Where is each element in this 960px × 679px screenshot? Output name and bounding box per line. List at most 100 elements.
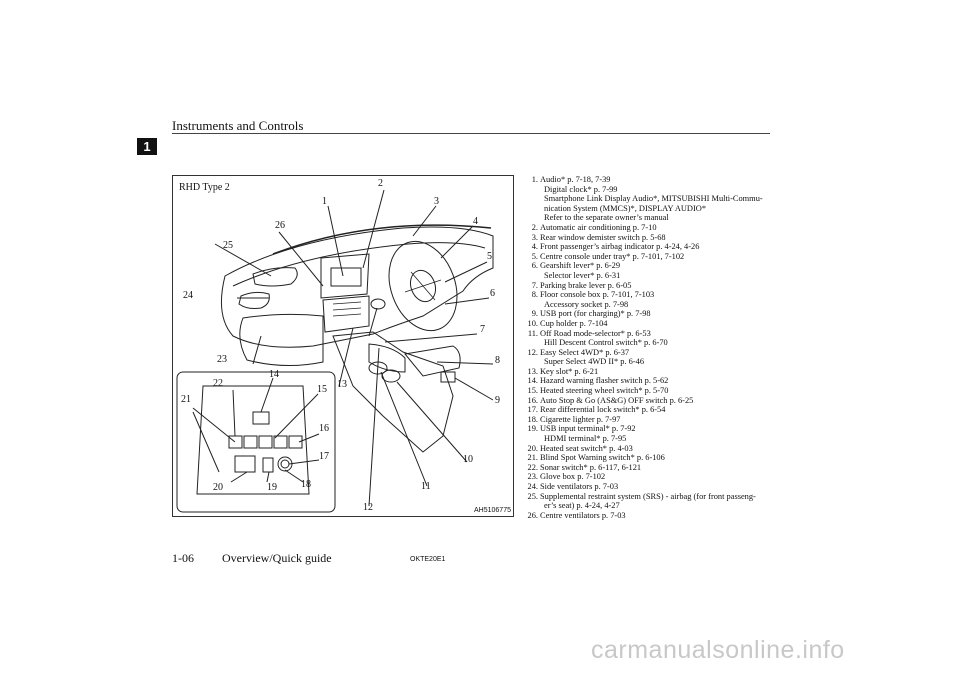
callout-20: 20	[213, 482, 223, 493]
legend-item-number: 3.	[531, 232, 538, 242]
legend-item-text: USB input terminal* p. 7-92	[540, 424, 636, 434]
legend-item-subtext: Digital clock* p. 7-99	[544, 184, 618, 194]
legend-item-number: 9.	[531, 309, 538, 319]
callout-7: 7	[480, 324, 485, 335]
legend-item-text: Centre console under tray* p. 7-101, 7-1…	[540, 251, 685, 261]
callout-2: 2	[378, 178, 383, 189]
legend-item-subtext: er’s seat) p. 4-24, 4-27	[544, 501, 620, 511]
legend-item: 7.Parking brake lever p. 6-05	[524, 281, 774, 291]
legend-item-number: 12.	[527, 347, 538, 357]
legend-item-number: 18.	[527, 414, 538, 424]
legend-item: 16.Auto Stop & Go (AS&G) OFF switch p. 6…	[524, 396, 774, 406]
callout-12: 12	[363, 502, 373, 513]
legend-item-text: Centre ventilators p. 7-03	[540, 510, 626, 520]
callout-19: 19	[267, 482, 277, 493]
legend-item: 9.USB port (for charging)* p. 7-98	[524, 309, 774, 319]
legend-item-subtext: nication System (MMCS)*, DISPLAY AUDIO*	[544, 203, 707, 213]
callout-9: 9	[495, 395, 500, 406]
legend-item: 18.Cigarette lighter p. 7-97	[524, 415, 774, 425]
legend-item-number: 14.	[527, 376, 538, 386]
callout-14: 14	[269, 369, 279, 380]
legend-item-text: Easy Select 4WD* p. 6-37	[540, 347, 630, 357]
legend-item-text: Heated steering wheel switch* p. 5-70	[540, 386, 669, 396]
chapter-tab: 1	[137, 138, 157, 155]
legend-item-number: 4.	[531, 242, 538, 252]
legend-item-number: 25.	[527, 491, 538, 501]
callout-17: 17	[319, 451, 329, 462]
legend-item: 23.Glove box p. 7-102	[524, 472, 774, 482]
callout-25: 25	[223, 240, 233, 251]
legend-item-text: Cup holder p. 7-104	[540, 318, 608, 328]
callout-4: 4	[473, 216, 478, 227]
callout-3: 3	[434, 196, 439, 207]
callout-23: 23	[217, 354, 227, 365]
legend-item: 26.Centre ventilators p. 7-03	[524, 511, 774, 521]
legend-item-subtext: Hill Descent Control switch* p. 6-70	[544, 338, 668, 348]
figure-code: AH5106775	[474, 507, 511, 514]
page-number: 1-06	[172, 551, 194, 565]
legend-item: 10.Cup holder p. 7-104	[524, 319, 774, 329]
legend-item: 4.Front passenger’s airbag indicator p. …	[524, 242, 774, 252]
legend-item-text: Sonar switch* p. 6-117, 6-121	[540, 462, 642, 472]
legend-item-number: 16.	[527, 395, 538, 405]
callout-13: 13	[337, 379, 347, 390]
callout-8: 8	[495, 355, 500, 366]
legend-item-text: Front passenger’s airbag indicator p. 4-…	[540, 242, 700, 252]
legend-item-number: 23.	[527, 472, 538, 482]
legend-item-number: 6.	[531, 261, 538, 271]
legend-item: 2.Automatic air conditioning p. 7-10	[524, 223, 774, 233]
page-header-title: Instruments and Controls	[172, 118, 304, 133]
legend-item-text: Heated seat switch* p. 4-03	[540, 443, 633, 453]
callout-26: 26	[275, 220, 285, 231]
callout-18: 18	[301, 479, 311, 490]
legend-item-number: 1.	[531, 175, 538, 184]
legend-item-number: 10.	[527, 318, 538, 328]
legend-item-text: Rear differential lock switch* p. 6-54	[540, 405, 666, 415]
figure-label: RHD Type 2	[179, 182, 230, 193]
document-code: OKTE20E1	[410, 556, 446, 563]
legend-item-number: 2.	[531, 222, 538, 232]
legend-item: 13.Key slot* p. 6-21	[524, 367, 774, 377]
legend-item-text: Side ventilators p. 7-03	[540, 482, 619, 491]
legend-item-text: Floor console box p. 7-101, 7-103	[540, 290, 655, 300]
legend-item-text: Gearshift lever* p. 6-29	[540, 261, 621, 271]
legend-item-subtext: Super Select 4WD II* p. 6-46	[544, 357, 645, 367]
legend-item: 17.Rear differential lock switch* p. 6-5…	[524, 405, 774, 415]
legend-item-text: Automatic air conditioning p. 7-10	[540, 222, 657, 232]
legend-item: 14.Hazard warning flasher switch p. 5-62	[524, 376, 774, 386]
legend-item: 20.Heated seat switch* p. 4-03	[524, 444, 774, 454]
legend-item-subtext: Smartphone Link Display Audio*, MITSUBIS…	[544, 194, 763, 204]
legend-item-number: 13.	[527, 366, 538, 376]
legend-item-text: Supplemental restraint system (SRS) - ai…	[540, 491, 756, 501]
legend-item-number: 26.	[527, 510, 538, 520]
legend-item-text: Key slot* p. 6-21	[540, 366, 599, 376]
callout-1: 1	[322, 196, 327, 207]
legend-item-number: 19.	[527, 424, 538, 434]
callout-21: 21	[181, 394, 191, 405]
callout-16: 16	[319, 423, 329, 434]
legend-item-number: 5.	[531, 251, 538, 261]
legend-item: 24.Side ventilators p. 7-03	[524, 482, 774, 492]
legend-item-text: Parking brake lever p. 6-05	[540, 280, 632, 290]
legend-item-number: 17.	[527, 405, 538, 415]
legend-item-text: USB port (for charging)* p. 7-98	[540, 309, 651, 319]
legend-item-text: Blind Spot Warning switch* p. 6-106	[540, 453, 665, 463]
legend-item-number: 24.	[527, 482, 538, 491]
section-title: Overview/Quick guide	[222, 551, 332, 565]
legend-item-subtext: Refer to the separate owner’s manual	[544, 213, 669, 223]
legend-item-text: Glove box p. 7-102	[540, 472, 606, 482]
legend-item-subtext: Accessory socket p. 7-98	[544, 299, 629, 309]
legend-item-text: Cigarette lighter p. 7-97	[540, 414, 621, 424]
legend-item: 25.Supplemental restraint system (SRS) -…	[524, 492, 774, 511]
callout-11: 11	[421, 481, 431, 492]
legend-item-number: 11.	[527, 328, 538, 338]
callout-6: 6	[490, 288, 495, 299]
legend-item-subtext: HDMI terminal* p. 7-95	[544, 434, 627, 444]
legend-item: 21.Blind Spot Warning switch* p. 6-106	[524, 453, 774, 463]
